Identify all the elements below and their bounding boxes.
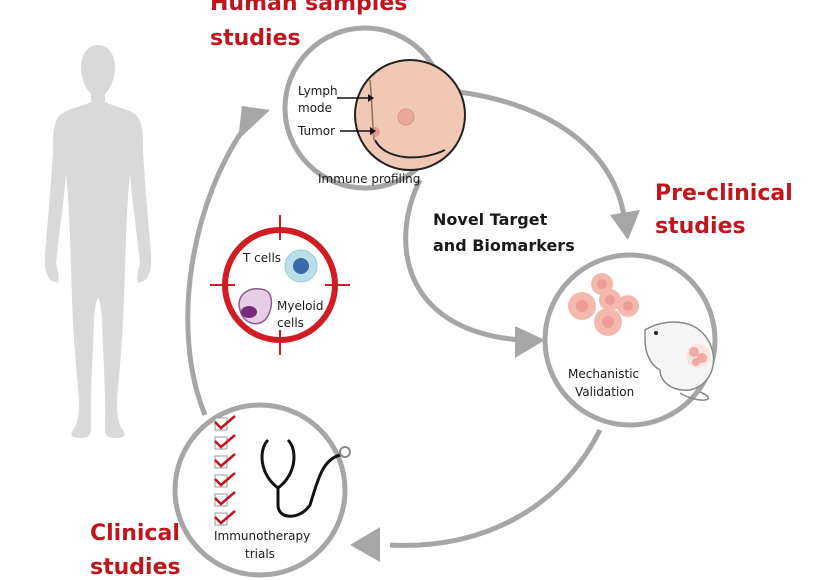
cycle-arrows [185,87,628,548]
validation-label: Validation [575,385,634,399]
center-title-line1: Novel Target [433,210,548,229]
clinical-title: Clinical [90,521,180,546]
checkmark-icon [214,472,236,487]
mouse-icon [644,321,715,401]
immunotherapy-label: Immunotherapy [214,529,310,543]
arrowhead-icon [515,326,545,358]
cell-cluster-icon [568,273,639,336]
arrowhead-icon [238,106,270,140]
human-silhouette-icon [44,45,152,438]
checkmark-icon [214,510,236,525]
arrowheads [238,106,640,562]
checklist-icon [214,415,236,526]
arc-human-to-preclinical [439,87,628,226]
tumor-label: Tumor [297,124,335,138]
arc-clinical-to-human [185,118,253,416]
myeloid-label: Myeloid [277,299,323,313]
checkmark-icon [214,415,236,430]
preclinical-title: Pre-clinical [655,181,793,206]
checkmark-icon [214,453,236,468]
human-samples-title: Human samples [210,0,407,16]
arc-preclinical-to-clinical [389,428,603,548]
lymph-label-2: mode [298,101,332,115]
preclinical-title-2: studies [655,214,746,239]
trials-label: trials [245,547,275,561]
human-samples-title-2: studies [210,26,301,51]
clinical-title-2: studies [90,555,181,580]
t-cells-label: T cells [242,251,281,265]
myeloid-cell-icon [238,288,273,325]
arrowhead-icon [610,210,640,240]
lymph-label: Lymph [298,84,338,98]
myeloid-label-2: cells [277,316,304,330]
checkmark-icon [214,491,236,506]
arrowhead-icon [350,527,380,562]
immune-profiling-label: Immune profiling [318,172,420,186]
stethoscope-icon [260,438,351,518]
mechanistic-label: Mechanistic [568,367,639,381]
target-reticle-icon [210,215,350,355]
checkmark-icon [214,434,236,449]
arc-human-to-preclinical-inner [403,178,521,343]
center-title-line2: and Biomarkers [433,236,575,255]
